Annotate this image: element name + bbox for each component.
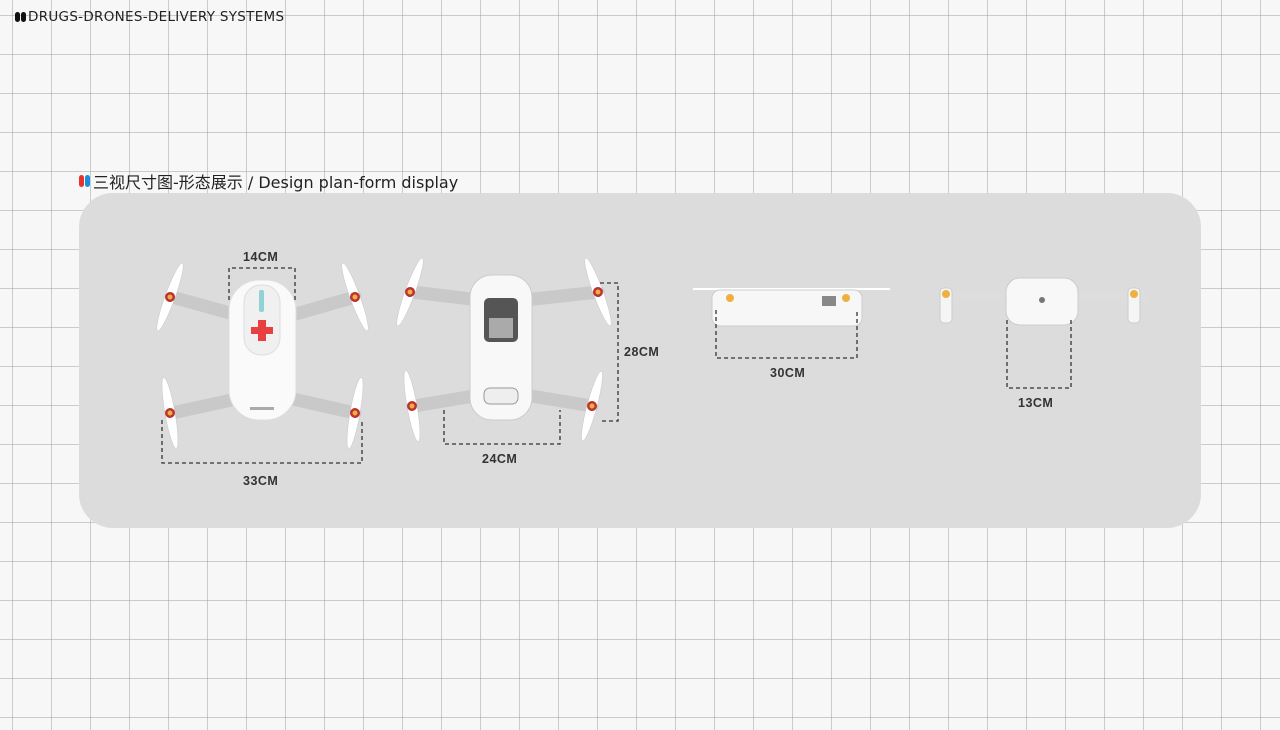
dimension-label: 28CM xyxy=(624,345,660,359)
drone-bottom-view xyxy=(392,255,616,443)
section-title: 三视尺寸图-形态展示 / Design plan-form display xyxy=(93,173,459,192)
drone-top-view xyxy=(152,260,373,450)
section-heading: 三视尺寸图-形态展示 / Design plan-form display xyxy=(79,169,458,193)
dimension-label: 24CM xyxy=(482,452,518,466)
dimension-label: 13CM xyxy=(1018,396,1054,410)
dimension-label: 30CM xyxy=(770,366,806,380)
logo-mark-icon xyxy=(21,12,26,22)
dimension-label: 33CM xyxy=(243,474,279,488)
dimension-label: 14CM xyxy=(243,250,279,264)
dimension-lines xyxy=(161,267,1072,464)
drone-front-view xyxy=(693,288,890,327)
red-marker-icon xyxy=(79,175,84,187)
blue-marker-icon xyxy=(85,175,90,187)
header: DRUGS-DRONES-DELIVERY SYSTEMS xyxy=(15,9,284,25)
header-title: DRUGS-DRONES-DELIVERY SYSTEMS xyxy=(28,9,285,25)
drone-side-view xyxy=(938,277,1148,326)
logo-mark-icon xyxy=(15,12,20,22)
